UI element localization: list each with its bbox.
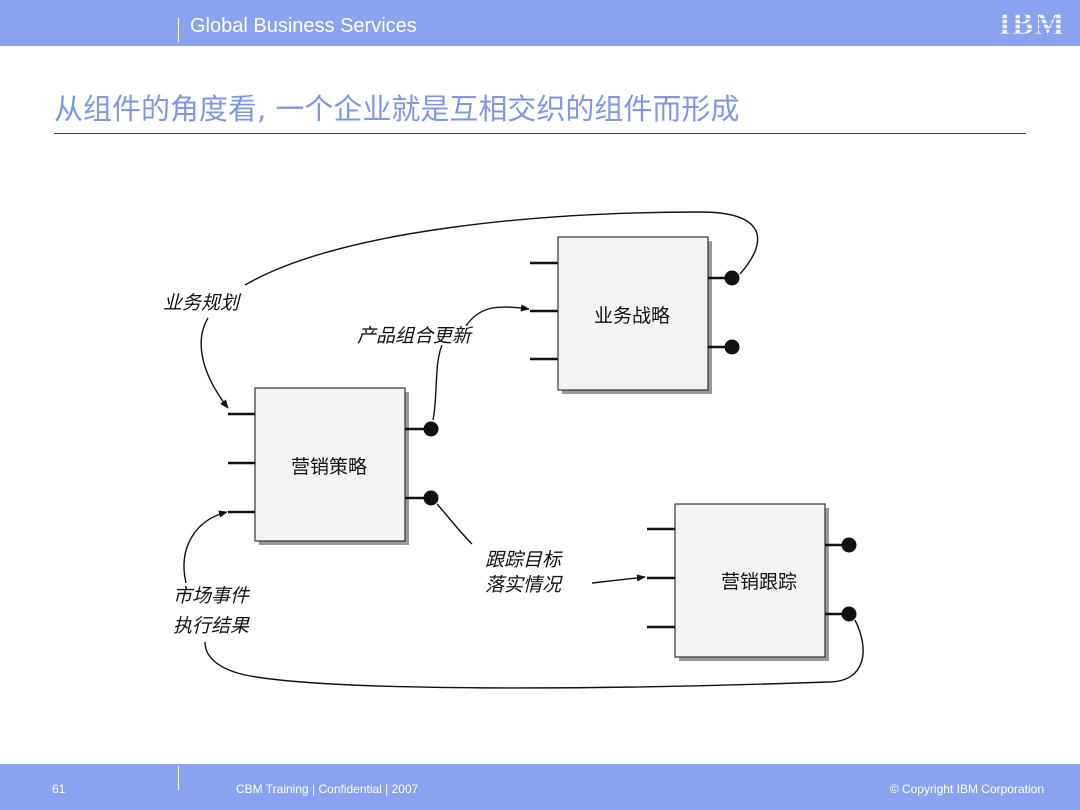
flow-tracking-arrow xyxy=(591,574,646,584)
component-business-strategy: 业务战略 xyxy=(530,236,740,394)
label-tracking-line1: 跟踪目标 xyxy=(485,549,563,571)
logo-text: IBM xyxy=(999,6,1066,40)
copyright-text: © Copyright IBM Corporation xyxy=(889,782,1044,796)
label-tracking-line2: 落实情况 xyxy=(485,574,563,596)
component-label: 营销跟踪 xyxy=(721,571,797,593)
label-market-events-line1: 市场事件 xyxy=(173,585,251,607)
output-port xyxy=(423,490,439,506)
flow-business-planning xyxy=(244,211,759,286)
output-port xyxy=(724,270,740,286)
flow-market-events xyxy=(204,619,864,689)
ibm-logo: IBM xyxy=(994,6,1070,40)
component-marketing-strategy: 营销策略 xyxy=(228,387,439,545)
footer-bar: 61 CBM Training | Confidential | 2007 © … xyxy=(0,764,1080,810)
component-label: 营销策略 xyxy=(291,456,367,478)
footer-text: CBM Training | Confidential | 2007 xyxy=(236,782,419,796)
flow-business-planning-arrow xyxy=(200,317,229,409)
header-separator xyxy=(178,18,179,42)
label-market-events-line2: 执行结果 xyxy=(173,615,250,637)
output-port xyxy=(841,606,857,622)
flow-product-portfolio-update xyxy=(432,344,443,421)
component-label: 业务战略 xyxy=(594,305,670,327)
page-number: 61 xyxy=(52,782,66,796)
footer-separator xyxy=(178,766,179,790)
output-port xyxy=(841,537,857,553)
label-business-planning: 业务规划 xyxy=(163,292,242,314)
output-port xyxy=(724,339,740,355)
flow-product-portfolio-arrow xyxy=(465,304,530,327)
flow-market-events-arrow xyxy=(183,510,228,584)
brand-name: Global Business Services xyxy=(190,15,417,37)
flow-tracking-target xyxy=(436,503,473,545)
label-product-portfolio-update: 产品组合更新 xyxy=(357,325,474,347)
component-marketing-tracking: 营销跟踪 xyxy=(647,503,857,661)
header-bar: Global Business Services IBM xyxy=(0,0,1080,46)
output-port xyxy=(423,421,439,437)
title-divider xyxy=(54,133,1026,134)
page-title: 从组件的角度看, 一个企业就是互相交织的组件而形成 xyxy=(54,92,740,126)
